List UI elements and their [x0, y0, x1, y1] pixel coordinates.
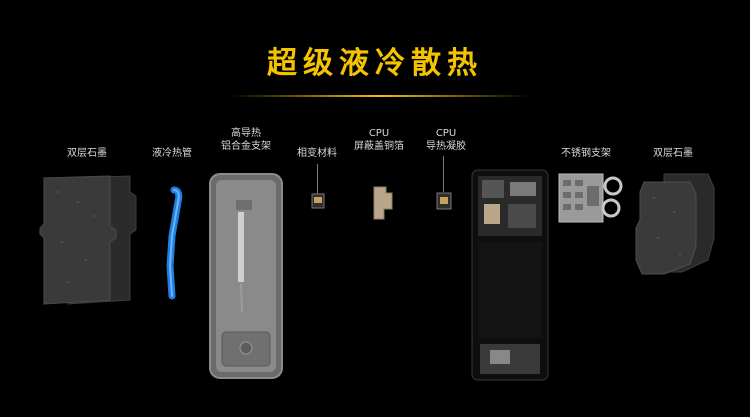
- cpu-copper-foil: [373, 186, 393, 220]
- title-underline-right: [380, 95, 530, 97]
- label-graphite-left: 双层石墨: [67, 148, 107, 159]
- graphite-sheets-right: [635, 173, 715, 275]
- graphite-sheets-left: [39, 175, 137, 305]
- label-phase-change: 相变材料: [297, 148, 337, 159]
- label-liquid-heat-pipe: 液冷热管: [152, 148, 192, 159]
- title-underline-left: [230, 95, 380, 97]
- page-title: 超级液冷散热: [267, 46, 483, 81]
- mainboard: [471, 169, 549, 381]
- label-cpu-copper-foil: CPU 屏蔽盖铜箔: [354, 128, 404, 152]
- liquid-heat-pipe: [166, 186, 183, 300]
- label-aluminum-bracket: 高导热 铝合金支架: [221, 128, 271, 152]
- cpu-thermal-gel: [436, 192, 452, 210]
- connector-thermal-gel: [443, 156, 444, 192]
- label-steel-bracket: 不锈钢支架: [561, 148, 611, 159]
- aluminum-bracket: [209, 173, 283, 379]
- connector-phase-change: [317, 164, 318, 194]
- phase-change-material: [311, 193, 325, 209]
- label-graphite-right: 双层石墨: [653, 148, 693, 159]
- label-cpu-thermal-gel: CPU 导热凝胶: [426, 128, 466, 152]
- stainless-steel-bracket: [558, 173, 623, 223]
